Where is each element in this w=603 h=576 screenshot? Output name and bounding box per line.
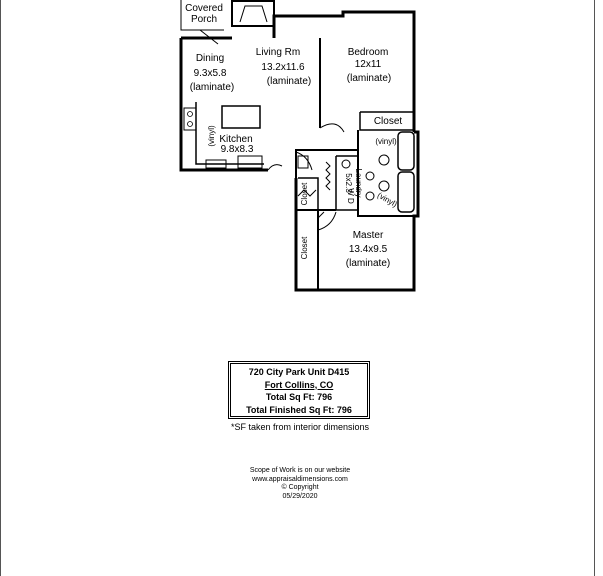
kitchen-floor: (vinyl) <box>207 125 216 147</box>
kitchen-door-swing <box>267 164 283 171</box>
dining-floor: (laminate) <box>190 82 234 93</box>
kitchen-size: 9.8x8.3 <box>221 144 254 155</box>
covered-porch-label-2: Porch <box>191 14 217 25</box>
closet-hall-label: Closet <box>300 182 309 205</box>
footer-date: 05/29/2020 <box>282 492 318 500</box>
closet-rod-hall <box>297 189 317 197</box>
city-line: Fort Collins, CO <box>264 379 334 390</box>
dining-name: Dining <box>196 53 224 64</box>
sink-2 <box>365 191 375 201</box>
property-info-box: 720 City Park Unit D415 Fort Collins, CO… <box>228 361 370 419</box>
laundry-code: W D <box>346 188 355 204</box>
bath2-floor: (vinyl) <box>376 191 399 210</box>
master-floor: (laminate) <box>346 258 390 269</box>
porch-wall <box>180 0 224 31</box>
master-size: 13.4x9.5 <box>349 244 388 255</box>
laundry-name: Laundry <box>354 169 363 198</box>
stove <box>183 107 197 131</box>
floor-plan: Covered Porch Dining 9.3x5.8 (laminate) … <box>179 0 420 292</box>
porch-door <box>199 29 219 45</box>
tub-2 <box>397 171 415 213</box>
closet-hall-wall <box>298 177 319 210</box>
fireplace <box>231 0 275 27</box>
total-finished-sqft: Total Finished Sq Ft: 796 <box>246 404 352 415</box>
master-door-swing <box>317 211 337 231</box>
address-line: 720 City Park Unit D415 <box>248 367 350 377</box>
footer: Scope of Work is on our website www.appr… <box>200 467 400 501</box>
closet-rod-master <box>317 211 325 219</box>
laundry-size: 5x2.3 <box>344 173 353 193</box>
closet-bedroom-wall <box>359 111 414 131</box>
bedroom-size: 12x11 <box>355 59 382 70</box>
master-name: Master <box>353 230 384 241</box>
living-floor: (laminate) <box>267 76 311 87</box>
closet-bedroom-label: Closet <box>374 116 403 127</box>
toilet-2 <box>378 180 390 192</box>
fridge <box>237 155 263 169</box>
bath-floor: (vinyl) <box>375 137 397 146</box>
water-heater <box>297 155 309 169</box>
covered-porch-label-1: Covered <box>185 3 223 14</box>
sink-1 <box>365 171 375 181</box>
dining-size: 9.3x5.8 <box>194 68 227 79</box>
wall-bath <box>357 150 414 217</box>
laundry-rod <box>325 161 331 191</box>
living-size: 13.2x11.6 <box>261 62 305 73</box>
sf-note: *SF taken from interior dimensions <box>230 422 370 432</box>
closet-master-label: Closet <box>300 236 309 259</box>
washer <box>341 159 351 169</box>
footer-copyright: © Copyright <box>281 484 319 491</box>
footer-scope: Scope of Work is on our website <box>249 467 351 474</box>
wall-bath-top <box>330 130 359 151</box>
tub-1 <box>397 131 415 171</box>
kitchen-sink <box>205 159 227 169</box>
total-sqft: Total Sq Ft: 796 <box>265 392 333 402</box>
footer-website: www.appraisaldimensions.com <box>252 475 348 483</box>
bedroom-floor: (laminate) <box>347 73 391 84</box>
wall-hall <box>295 149 330 178</box>
living-name: Living Rm <box>256 47 300 58</box>
toilet-1 <box>378 154 390 166</box>
hall-door-swing <box>295 151 313 171</box>
kitchen-island <box>221 105 261 129</box>
outer-wall-top <box>181 10 416 132</box>
fireplace-hearth <box>239 5 268 23</box>
bedroom-name: Bedroom <box>348 47 389 58</box>
outer-wall-left <box>179 38 268 172</box>
bedroom-door-swing <box>319 123 345 133</box>
kitchen-name: Kitchen <box>219 134 252 145</box>
